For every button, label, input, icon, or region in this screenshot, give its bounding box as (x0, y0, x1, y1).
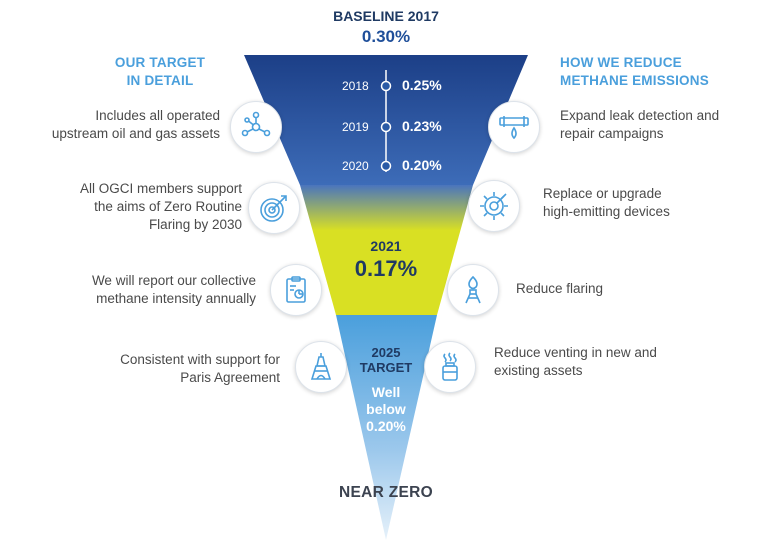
vent-tank-icon (424, 341, 476, 393)
highlight-year: 2021 (370, 238, 402, 254)
target-label: 2025 TARGET (359, 345, 413, 375)
timeline-year: 2019 (342, 120, 369, 134)
pipe-leak-icon (488, 101, 540, 153)
right-item-text: Replace or upgrade high-emitting devices (543, 186, 670, 219)
timeline-value: 0.25% (402, 77, 442, 93)
target-arrow-icon (248, 182, 300, 234)
gear-wrench-icon (468, 180, 520, 232)
right-item-text: Expand leak detection and repair campaig… (560, 108, 720, 141)
timeline-dot (380, 80, 392, 92)
flare-stack-icon (447, 264, 499, 316)
right-item-text: Reduce venting in new and existing asset… (494, 345, 657, 378)
highlight-value: 0.17% (354, 256, 418, 281)
near-zero-label: NEAR ZERO (339, 484, 433, 501)
left-heading: OUR TARGET IN DETAIL (114, 55, 206, 88)
right-item-text: Reduce flaring (516, 281, 604, 296)
funnel-bottom-section (336, 315, 437, 540)
timeline-dot (380, 160, 392, 172)
timeline-value: 0.23% (402, 118, 442, 134)
eiffel-tower-icon (295, 341, 347, 393)
report-clipboard-icon (270, 264, 322, 316)
timeline-value: 0.20% (402, 157, 442, 173)
network-nodes-icon (230, 101, 282, 153)
funnel-highlight-section (300, 185, 473, 315)
timeline-year: 2020 (342, 159, 369, 173)
baseline-label: BASELINE 2017 (333, 8, 439, 24)
timeline-year: 2018 (342, 79, 369, 93)
left-item-text: All OGCI members support the aims of Zer… (79, 181, 242, 232)
left-item-text: We will report our collective methane in… (91, 273, 256, 306)
left-item-text: Consistent with support for Paris Agreem… (120, 352, 280, 385)
timeline-dot (380, 121, 392, 133)
right-heading: HOW WE REDUCE METHANE EMISSIONS (560, 55, 709, 88)
left-item-text: Includes all operated upstream oil and g… (51, 108, 220, 141)
target-value: Well below 0.20% (366, 384, 406, 434)
baseline-value: 0.30% (361, 27, 411, 46)
